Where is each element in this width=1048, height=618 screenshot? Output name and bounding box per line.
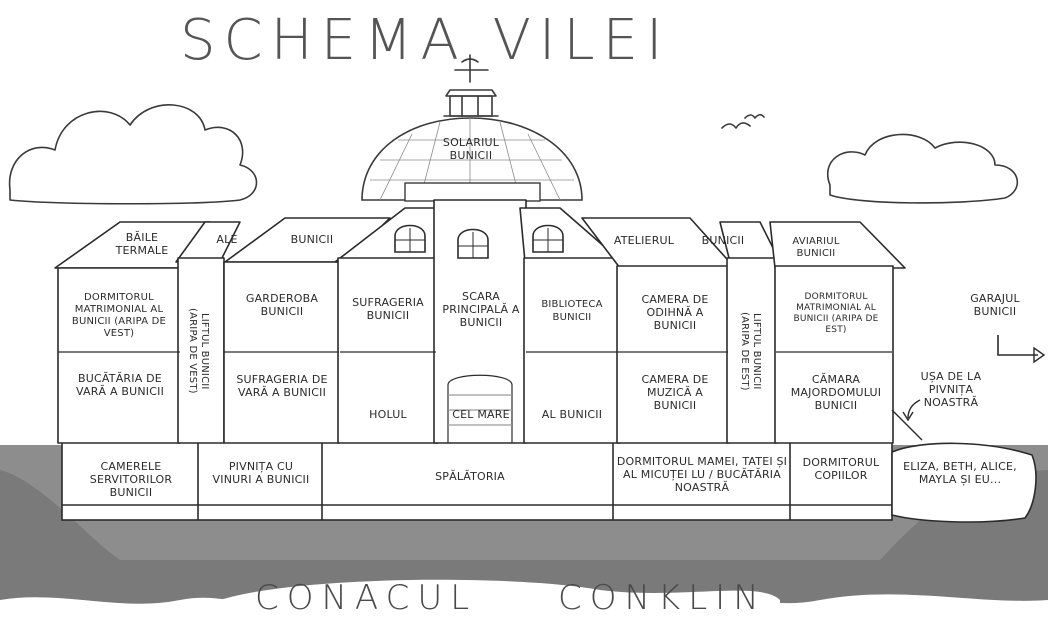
label-usa: UȘA DE LA PIVNIȚA NOASTRĂ	[920, 370, 982, 409]
label-ale: ALE	[216, 233, 238, 246]
arrow-down-icon	[907, 399, 921, 419]
label-eliza: ELIZA, BETH, ALICE, MAYLA ȘI EU...	[903, 460, 1017, 486]
footer-right: CONKLIN	[558, 578, 767, 618]
label-sufrageria-vara: SUFRAGERIA DE VARĂ A BUNICII	[236, 373, 328, 399]
label-scara: SCARA PRINCIPALĂ A BUNICII	[442, 290, 520, 329]
label-camerele: CAMERELE SERVITORILOR BUNICII	[89, 460, 173, 499]
label-aviariul: AVIARIUL BUNICII	[792, 236, 840, 259]
sufrageria-block	[337, 257, 439, 444]
basement	[61, 441, 893, 521]
label-dormitor-est: DORMITORUL MATRIMONIAL AL BUNICII (ARIPA…	[793, 292, 879, 335]
weather-vane-icon	[454, 54, 489, 83]
footer-left: CONACUL	[255, 578, 478, 618]
label-cel-mare: CEL MARE	[452, 408, 510, 421]
cloud-left	[8, 104, 258, 205]
label-al-bunicii: AL BUNICII	[541, 408, 603, 421]
atelier-wing	[616, 265, 730, 444]
label-liftul-est: LIFTUL BUNICII (ARIPA DE EST)	[739, 311, 762, 391]
arrow-right-icon	[997, 335, 1038, 356]
label-dormitorul-copiilor: DORMITORUL COPIILOR	[802, 456, 880, 482]
bird-icon-2	[744, 113, 765, 119]
bird-icon	[721, 122, 751, 129]
west-lift	[177, 257, 225, 444]
label-dormitor-vest: DORMITORUL MATRIMONIAL AL BUNICII (ARIPA…	[71, 292, 167, 339]
label-bunicii-left: BUNICII	[290, 233, 334, 246]
cellar-nook	[891, 442, 1037, 523]
label-spalatoria: SPĂLĂTORIA	[435, 470, 505, 483]
label-sufrageria: SUFRAGERIA BUNICII	[352, 296, 424, 322]
label-camara: CĂMARA MAJORDOMULUI BUNICII	[790, 373, 882, 412]
label-camera-muzica: CAMERA DE MUZICĂ A BUNICII	[641, 373, 709, 412]
label-holul: HOLUL	[369, 408, 407, 421]
label-dormitorul-mamei: DORMITORUL MAMEI, TATEI ȘI AL MICUȚEI LU…	[616, 455, 788, 494]
label-biblioteca: BIBLIOTECA BUNICII	[541, 299, 603, 323]
page-title: SCHEMA VILEI	[180, 8, 671, 73]
label-bucataria-vara: BUCĂTĂRIA DE VARĂ A BUNICII	[75, 372, 165, 398]
label-liftul-vest: LIFTUL BUNICII (ARIPA DE VEST)	[187, 308, 210, 394]
east-wing	[774, 265, 894, 444]
east-lift	[726, 257, 778, 444]
label-camera-odihna: CAMERA DE ODIHNĂ A BUNICII	[641, 293, 709, 332]
cloud-right	[827, 133, 1019, 204]
label-atelierul: ATELIERUL	[613, 234, 675, 247]
west-wing	[57, 267, 181, 444]
label-bunicii-right: BUNICII	[701, 234, 745, 247]
label-garajul: GARAJUL BUNICII	[970, 292, 1020, 318]
label-garderoba: GARDEROBA BUNICII	[245, 292, 319, 318]
label-solariul: SOLARIUL BUNICII	[442, 136, 500, 162]
label-pivnita: PIVNIȚA CU VINURI A BUNICII	[212, 460, 310, 486]
biblioteca-block	[523, 257, 621, 444]
label-baile: BĂILE TERMALE	[115, 231, 169, 257]
